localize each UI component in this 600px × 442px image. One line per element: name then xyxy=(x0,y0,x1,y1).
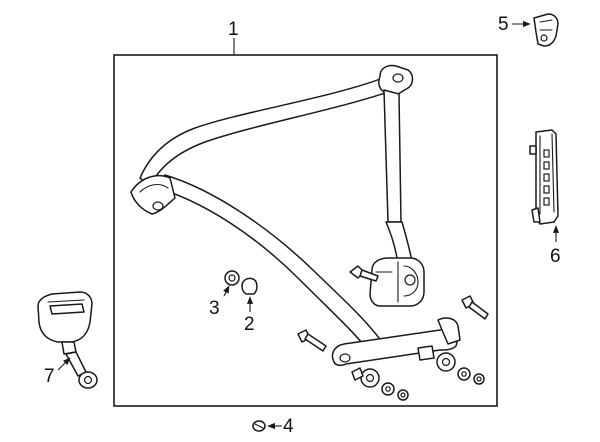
anchor-bolt-right xyxy=(461,295,489,320)
part-6-height-adjuster xyxy=(529,129,559,225)
part-2-clip xyxy=(241,277,258,295)
part-5-clip xyxy=(533,13,559,47)
callout-7-leader xyxy=(57,357,71,371)
seat-belt-assembly xyxy=(130,64,489,401)
callout-3-leader xyxy=(223,285,230,297)
callout-3: 3 xyxy=(209,298,220,319)
part-3-cap xyxy=(224,270,240,286)
part-7-buckle xyxy=(37,291,98,389)
callout-2: 2 xyxy=(244,314,255,335)
rail-end-bracket xyxy=(437,317,461,345)
callout-6: 6 xyxy=(550,246,561,267)
part-4-plug xyxy=(252,420,266,432)
retractor-bolt xyxy=(349,265,379,282)
washer-set-right xyxy=(436,352,485,385)
callout-1: 1 xyxy=(228,19,239,40)
callout-5: 5 xyxy=(498,14,509,35)
shoulder-webbing xyxy=(139,77,389,187)
callout-7: 7 xyxy=(44,366,55,387)
retractor xyxy=(369,257,425,307)
lap-webbing xyxy=(149,174,383,351)
vertical-webbing xyxy=(383,89,402,223)
callout-4: 4 xyxy=(283,416,294,437)
washer-set-left xyxy=(351,367,409,401)
assembly-frame xyxy=(113,54,498,407)
anchor-bolt-left xyxy=(297,329,327,352)
rail-tab xyxy=(417,345,435,361)
lower-anchor-rail xyxy=(331,328,459,367)
belt-guide xyxy=(130,174,176,215)
